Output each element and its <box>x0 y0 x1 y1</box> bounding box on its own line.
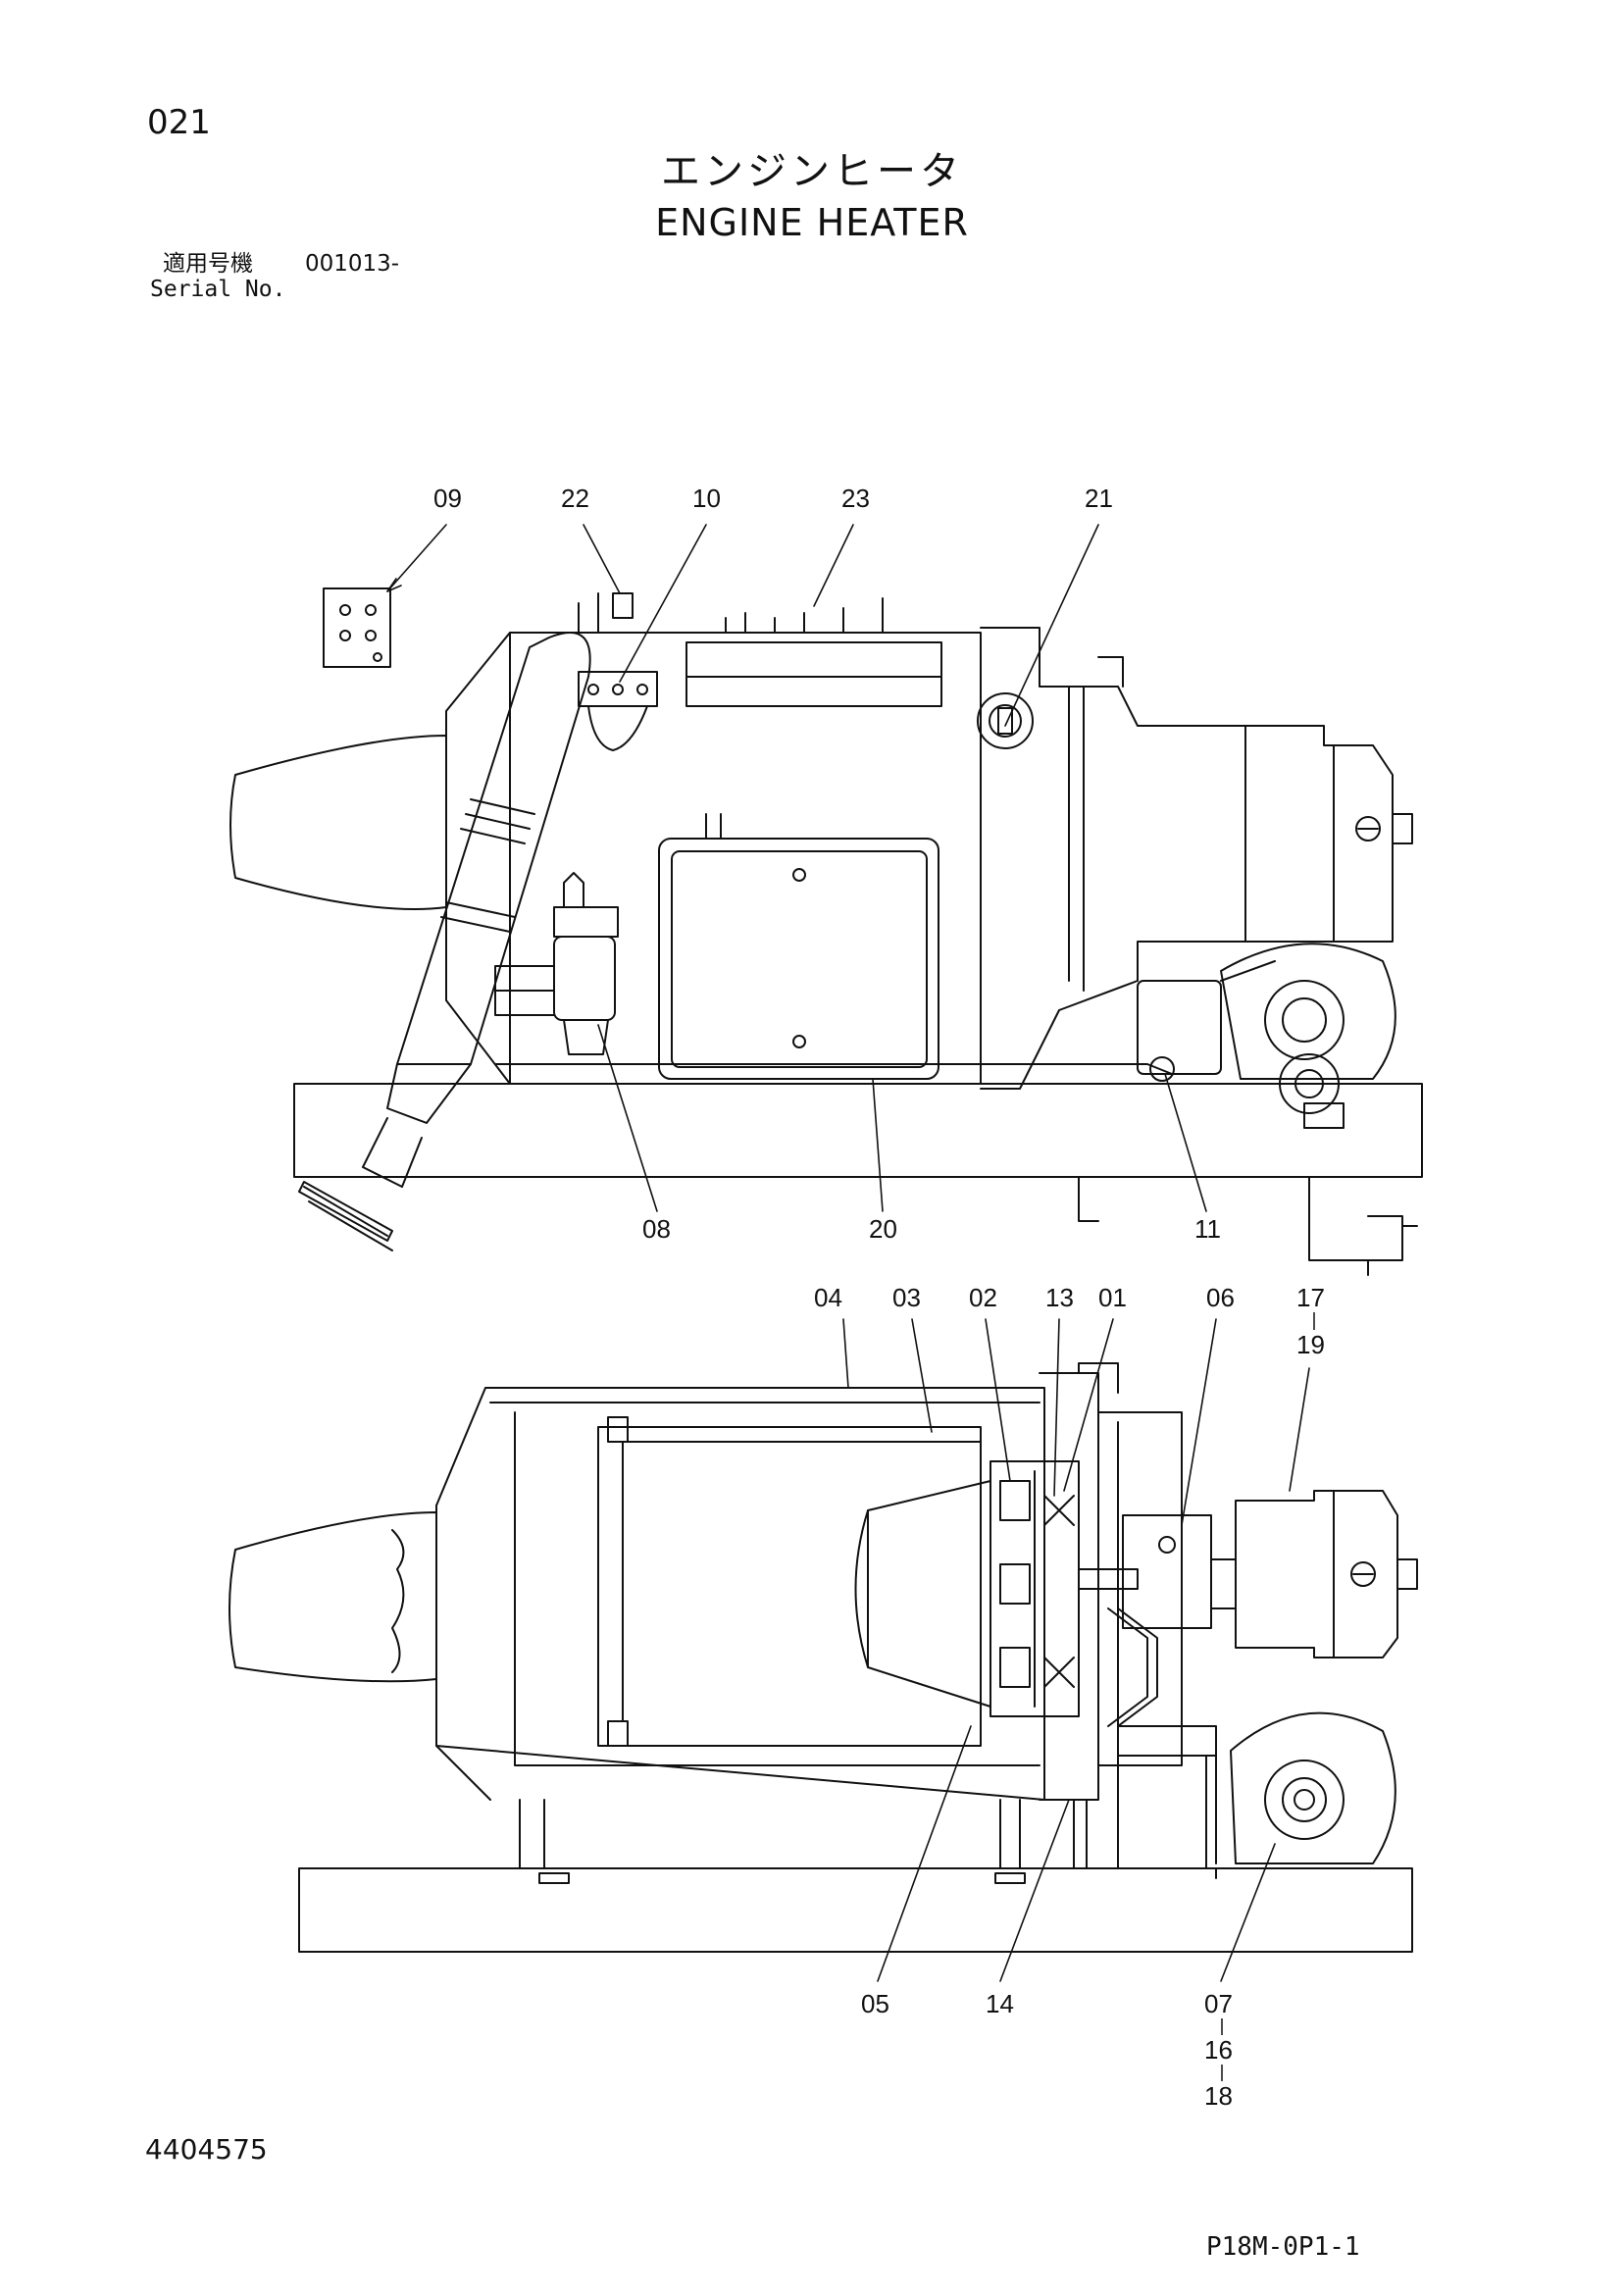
callout-11: 11 <box>1194 1214 1221 1244</box>
callout-19: 19 <box>1296 1330 1325 1359</box>
callout-17: 17 <box>1296 1283 1325 1312</box>
page-code: P18M-0P1-1 <box>1206 2232 1360 2262</box>
callout-09: 09 <box>433 484 462 513</box>
callout-07: 07 <box>1204 1989 1233 2018</box>
motor-17 <box>1236 1491 1334 1658</box>
callout-05: 05 <box>861 1989 889 2018</box>
leader-lines <box>387 525 1309 1981</box>
callout-18: 18 <box>1204 2081 1233 2111</box>
valve-06 <box>1123 1515 1211 1628</box>
callout-08: 08 <box>642 1214 671 1244</box>
callout-21: 21 <box>1085 484 1113 513</box>
callout-14: 14 <box>986 1989 1014 2018</box>
callout-23: 23 <box>841 484 870 513</box>
callout-06: 06 <box>1206 1283 1235 1312</box>
clamp-10 <box>579 672 657 706</box>
title-english: ENGINE HEATER <box>655 201 969 244</box>
callout-22: 22 <box>561 484 589 513</box>
document-number: 4404575 <box>145 2133 268 2166</box>
bracket-09 <box>324 588 390 667</box>
filter-08 <box>554 937 615 1020</box>
callout-10: 10 <box>692 484 721 513</box>
serial-label-english: Serial No. <box>150 277 286 302</box>
callout-03: 03 <box>892 1283 921 1312</box>
pump-07 <box>1118 1756 1206 1868</box>
callout-13: 13 <box>1045 1283 1074 1312</box>
top-view <box>230 588 1422 1275</box>
sight-glass-21 <box>978 693 1033 748</box>
callout-16: 16 <box>1204 2035 1233 2065</box>
bottom-view <box>229 1363 1417 1952</box>
callout-20: 20 <box>869 1214 897 1244</box>
callout-01: 01 <box>1098 1283 1127 1312</box>
control-box-20 <box>659 839 939 1079</box>
title-japanese: エンジンヒータ <box>661 149 963 194</box>
serial-label-japanese: 適用号機 <box>163 251 253 277</box>
callout-04: 04 <box>814 1283 842 1312</box>
page-number: 021 <box>147 103 211 142</box>
pump-11 <box>1138 981 1221 1074</box>
callout-02: 02 <box>969 1283 997 1312</box>
serial-value: 001013- <box>305 251 400 277</box>
